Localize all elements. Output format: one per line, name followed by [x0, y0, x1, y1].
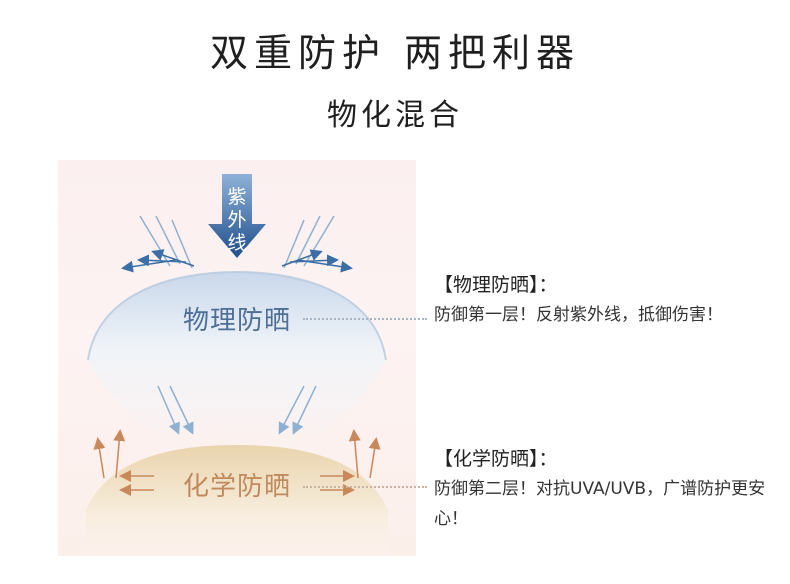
- physical-leader-line: [303, 318, 427, 320]
- chemical-info: 【化学防晒】： 防御第二层！对抗UVA/UVB，广谱防护更安心！: [434, 444, 768, 534]
- protection-diagram: 紫外线 物理防晒 化学防晒: [58, 160, 416, 556]
- chemical-sunscreen-label: 化学防晒: [58, 466, 416, 503]
- chemical-leader-line: [303, 486, 427, 488]
- chemical-info-heading: 【化学防晒】：: [434, 444, 768, 474]
- page-title: 双重防护 两把利器: [0, 22, 790, 77]
- physical-info-text: 防御第一层！反射紫外线，抵御伤害！: [434, 300, 774, 330]
- physical-info-heading: 【物理防晒】：: [434, 270, 774, 300]
- uv-label: 紫外线: [224, 186, 250, 255]
- page-subtitle: 物化混合: [0, 90, 790, 134]
- physical-info: 【物理防晒】： 防御第一层！反射紫外线，抵御伤害！: [434, 270, 774, 330]
- chemical-info-text: 防御第二层！对抗UVA/UVB，广谱防护更安心！: [434, 474, 768, 534]
